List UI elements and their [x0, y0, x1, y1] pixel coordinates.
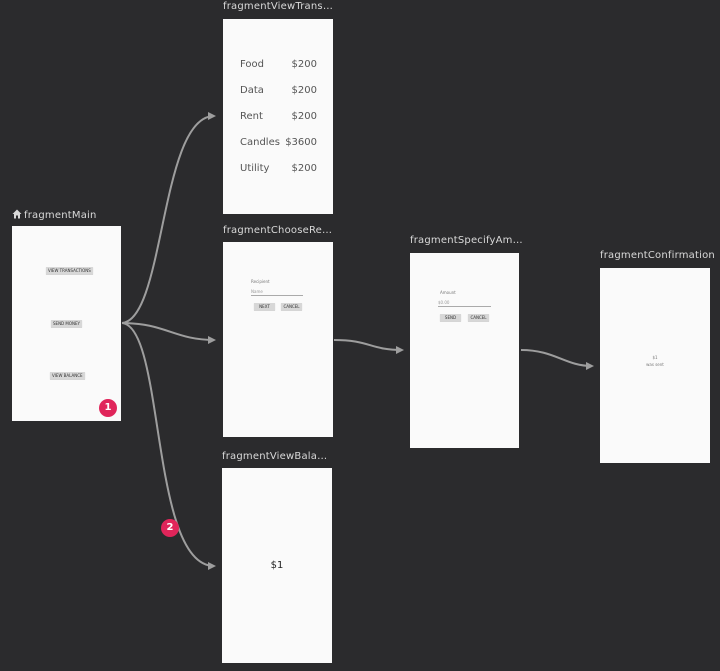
cancel-button[interactable]: CANCEL — [281, 303, 302, 310]
fragment-main[interactable]: VIEW TRANSACTIONS SEND MONEY VIEW BALANC… — [12, 226, 121, 421]
fragment-choose-recipient-title: fragmentChooseRecipi... — [223, 225, 333, 236]
transaction-amount: $200 — [291, 85, 317, 96]
confirmation-amount: $1 — [652, 355, 658, 360]
home-icon — [12, 209, 22, 219]
action-main-to-choose-recipient — [121, 322, 216, 344]
transaction-row: Utility $200 — [240, 163, 317, 177]
fragment-view-balance[interactable]: $1 — [222, 468, 332, 663]
transaction-name: Rent — [240, 111, 263, 122]
send-button[interactable]: SEND — [440, 314, 461, 321]
transaction-name: Candles — [240, 137, 280, 148]
transaction-amount: $200 — [291, 111, 317, 122]
transaction-amount: $200 — [291, 163, 317, 174]
fragment-view-transactions-title: fragmentViewTransact... — [223, 1, 333, 12]
action-main-to-view-balance — [121, 322, 216, 570]
fragment-view-balance-title: fragmentViewBalance — [222, 451, 332, 462]
view-balance-button[interactable]: VIEW BALANCE — [50, 372, 85, 379]
fragment-specify-amount-title: fragmentSpecifyAmount — [410, 235, 525, 246]
view-transactions-button[interactable]: VIEW TRANSACTIONS — [46, 267, 93, 274]
transaction-name: Data — [240, 85, 264, 96]
balance-value: $1 — [270, 560, 284, 571]
transaction-row: Data $200 — [240, 85, 317, 99]
fragment-confirmation-title: fragmentConfirmation — [600, 250, 715, 261]
confirmation-message: was sent — [646, 362, 664, 367]
next-button[interactable]: NEXT — [254, 303, 275, 310]
badge-2: 2 — [161, 519, 179, 537]
cancel-button[interactable]: CANCEL — [468, 314, 489, 321]
recipient-name-input[interactable]: Name — [251, 289, 303, 296]
fragment-specify-amount[interactable]: Amount $0.00 SEND CANCEL — [410, 253, 519, 448]
transaction-row: Food $200 — [240, 59, 317, 73]
amount-input[interactable]: $0.00 — [438, 300, 491, 307]
amount-label: Amount — [440, 290, 456, 295]
fragment-view-transactions[interactable]: Food $200 Data $200 Rent $200 Candles $3… — [223, 19, 333, 214]
action-specify-amount-to-confirmation — [520, 349, 594, 370]
action-choose-recipient-to-specify-amount — [333, 339, 404, 354]
fragment-main-title: fragmentMain — [12, 209, 122, 221]
transaction-amount: $200 — [291, 59, 317, 70]
recipient-label: Recipient — [251, 279, 270, 284]
fragment-choose-recipient[interactable]: Recipient Name NEXT CANCEL — [223, 242, 333, 437]
badge-1: 1 — [99, 399, 117, 417]
transaction-name: Food — [240, 59, 264, 70]
transaction-row: Rent $200 — [240, 111, 317, 125]
transaction-amount: $3600 — [285, 137, 317, 148]
send-money-button[interactable]: SEND MONEY — [51, 320, 82, 327]
fragment-confirmation[interactable]: $1 was sent — [600, 268, 710, 463]
transaction-name: Utility — [240, 163, 270, 174]
action-main-to-view-transactions — [121, 112, 216, 324]
transaction-row: Candles $3600 — [240, 137, 317, 151]
